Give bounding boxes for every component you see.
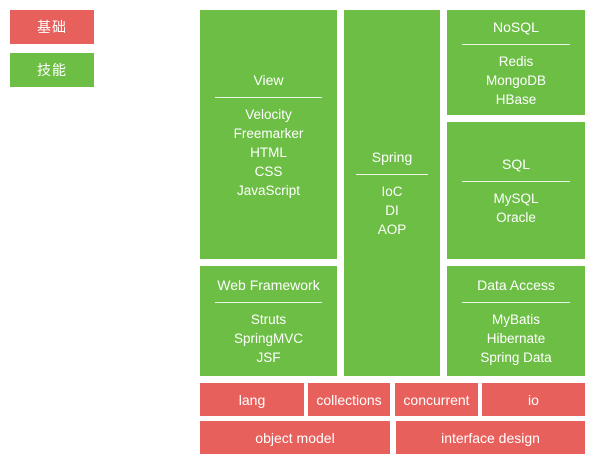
block-web-framework-divider bbox=[214, 302, 323, 303]
block-nosql-item: Redis bbox=[498, 53, 534, 69]
block-nosql-item: MongoDB bbox=[485, 72, 547, 88]
block-data-access-item: MyBatis bbox=[491, 312, 540, 327]
block-spring-item: IoC bbox=[381, 184, 403, 199]
block-web-framework[interactable]: Web Framework Struts SpringMVC JSF bbox=[200, 266, 337, 376]
block-web-framework-item: JSF bbox=[256, 350, 281, 365]
block-spring-divider bbox=[355, 174, 429, 175]
block-nosql-item: HBase bbox=[495, 91, 537, 107]
block-nosql-items: Redis MongoDB HBase bbox=[486, 52, 546, 109]
block-data-access-title: Data Access bbox=[477, 277, 555, 293]
block-data-access-divider bbox=[461, 302, 571, 303]
block-spring-item: AOP bbox=[377, 222, 407, 237]
block-web-framework-items: Struts SpringMVC JSF bbox=[234, 310, 303, 367]
block-view-title: View bbox=[253, 71, 284, 88]
block-concurrent[interactable]: concurrent bbox=[395, 383, 478, 416]
block-collections[interactable]: collections bbox=[308, 383, 390, 416]
block-web-framework-title: Web Framework bbox=[217, 277, 320, 293]
block-view-item: Freemarker bbox=[233, 125, 304, 141]
block-view-divider bbox=[214, 96, 323, 98]
block-spring-items: IoC DI AOP bbox=[378, 182, 407, 239]
block-view-item: Velocity bbox=[245, 106, 292, 122]
block-object-model-label: object model bbox=[255, 429, 335, 446]
block-io-label: io bbox=[528, 391, 539, 408]
block-sql-title: SQL bbox=[501, 156, 530, 172]
block-object-model[interactable]: object model bbox=[200, 421, 390, 454]
block-web-framework-item: Struts bbox=[250, 312, 287, 327]
block-sql-item: MySQL bbox=[493, 191, 539, 206]
block-data-access-item: Hibernate bbox=[486, 331, 546, 346]
block-collections-label: collections bbox=[316, 391, 382, 408]
legend-item-skills[interactable]: 技能 bbox=[10, 53, 94, 87]
block-data-access[interactable]: Data Access MyBatis Hibernate Spring Dat… bbox=[447, 266, 585, 376]
block-view-item: CSS bbox=[254, 163, 283, 179]
block-sql-divider bbox=[461, 181, 571, 182]
block-sql[interactable]: SQL MySQL Oracle bbox=[447, 122, 585, 259]
block-interface-design-label: interface design bbox=[441, 429, 540, 446]
legend-label-skills: 技能 bbox=[37, 62, 67, 78]
block-nosql-title: NoSQL bbox=[493, 18, 539, 35]
block-lang[interactable]: lang bbox=[200, 383, 304, 416]
block-spring-item: DI bbox=[385, 203, 399, 218]
block-view-items: Velocity Freemarker HTML CSS JavaScript bbox=[234, 105, 304, 200]
block-view-item: HTML bbox=[250, 144, 287, 160]
legend-item-basics[interactable]: 基础 bbox=[10, 10, 94, 44]
block-lang-label: lang bbox=[238, 391, 266, 408]
block-concurrent-label: concurrent bbox=[403, 391, 470, 408]
block-sql-items: MySQL Oracle bbox=[493, 189, 538, 227]
block-sql-item: Oracle bbox=[496, 210, 536, 225]
block-view[interactable]: View Velocity Freemarker HTML CSS JavaSc… bbox=[200, 10, 337, 259]
block-data-access-item: Spring Data bbox=[480, 350, 552, 365]
legend-label-basics: 基础 bbox=[37, 19, 67, 35]
block-data-access-items: MyBatis Hibernate Spring Data bbox=[480, 310, 551, 367]
block-spring[interactable]: Spring IoC DI AOP bbox=[344, 10, 440, 376]
block-nosql[interactable]: NoSQL Redis MongoDB HBase bbox=[447, 10, 585, 115]
block-web-framework-item: SpringMVC bbox=[233, 331, 304, 346]
block-interface-design[interactable]: interface design bbox=[396, 421, 585, 454]
legend: 基础 技能 bbox=[10, 10, 94, 96]
block-io[interactable]: io bbox=[482, 383, 585, 416]
block-view-item: JavaScript bbox=[236, 182, 300, 198]
block-nosql-divider bbox=[461, 43, 571, 45]
block-spring-title: Spring bbox=[371, 149, 413, 165]
